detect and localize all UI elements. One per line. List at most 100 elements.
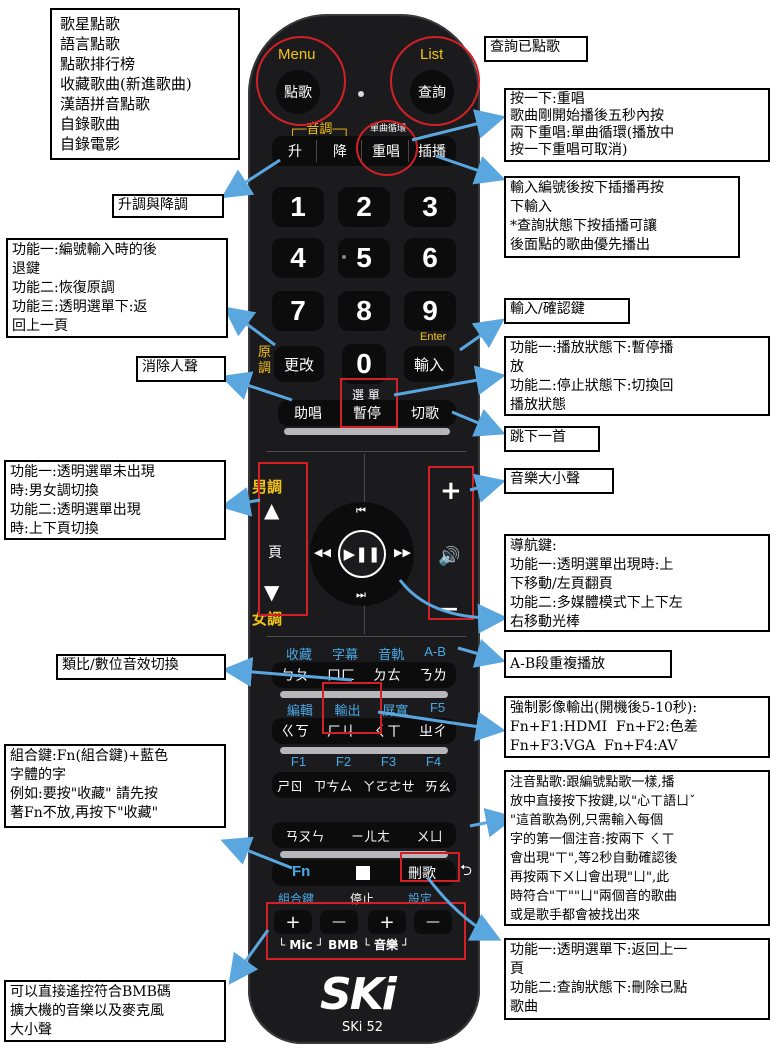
- func-row3: ㄕㄖㄗㄘㄙㄚㄛㄜㄝㄞㄠ: [272, 772, 456, 798]
- note-song-menu: 歌星點歌 語言點歌 點歌排行榜 收藏歌曲(新進歌曲) 漢語拼音點歌 自錄歌曲 自…: [50, 8, 240, 160]
- mic-down-button[interactable]: —: [320, 910, 358, 934]
- func-row4: ㄢㄡㄣ ㄧㄦㄤ ㄨㄩ: [272, 822, 456, 848]
- nav-left-rewind-icon[interactable]: ◀◀: [314, 546, 331, 559]
- note-repeat: 按一下:重唱 歌曲剛開始播後五秒內按 兩下重唱:單曲循環(播放中 按一下重唱可取…: [504, 88, 770, 162]
- key-zh-ch[interactable]: ㄓㄔ: [419, 724, 447, 740]
- divider: [266, 636, 466, 637]
- arrow-repeat: [411, 109, 506, 142]
- nav-up-prev-icon[interactable]: ⏮: [356, 504, 366, 517]
- arrow-vocal: [220, 371, 293, 402]
- page-label: 頁: [268, 545, 282, 561]
- number-7-button[interactable]: 7: [272, 291, 324, 331]
- note-fn: 組合鍵:Fn(組合鍵)+藍色 字體的字 例如:要按"收藏" 請先按 著Fn不放,…: [4, 744, 226, 828]
- jiang-button[interactable]: 降: [333, 144, 347, 160]
- note-zhuyin: 注音點歌:跟編號點歌一樣,播 放中直接按下按鍵,以"心ㄒ語ㄩˇ "這首歌為例,只…: [504, 770, 770, 926]
- arrow-audio: [222, 656, 353, 687]
- number-4-button[interactable]: 4: [272, 238, 324, 278]
- highlight-rect-gender: [258, 462, 308, 616]
- arrow-volume: [469, 473, 506, 503]
- speaker-icon: 🔊: [438, 546, 461, 567]
- volume-up-button[interactable]: +: [440, 476, 462, 506]
- highlight-rect-output: [322, 682, 382, 734]
- number-0-button[interactable]: 0: [342, 344, 386, 384]
- arrow-fn: [220, 836, 293, 870]
- control-row: [278, 400, 456, 426]
- arrow-insert: [435, 154, 506, 185]
- enter-label: Enter: [420, 331, 447, 343]
- number-9-button[interactable]: 9: [404, 291, 456, 331]
- number-1-button[interactable]: 1: [272, 187, 324, 227]
- highlight-rect-pause: [340, 378, 398, 428]
- key-u-yu[interactable]: ㄨㄩ: [416, 829, 443, 845]
- page-down-icon[interactable]: ▼: [264, 580, 280, 604]
- bmb-label: └ Mic ┘ BMB └ 音樂 ┘: [278, 938, 410, 952]
- restore-pitch-label: 原調: [258, 344, 272, 375]
- stop-icon[interactable]: [356, 866, 370, 880]
- number-8-button[interactable]: 8: [338, 291, 390, 331]
- key-i-er-ang[interactable]: ㄧㄦㄤ: [350, 829, 390, 845]
- slider-bar: [284, 428, 450, 435]
- key-d-t[interactable]: ㄉㄊ: [373, 668, 401, 684]
- arrow-enter: [459, 318, 505, 352]
- highlight-circle-menu: [256, 36, 346, 126]
- sheng-button[interactable]: 升: [288, 144, 302, 160]
- divider: [266, 451, 466, 452]
- number-5-button[interactable]: 5: [338, 238, 390, 278]
- note-output: 強制影像輸出(開機後5-10秒): Fn+F1:HDMI Fn+F2:色差 Fn…: [504, 696, 770, 758]
- highlight-circle-list: [390, 36, 480, 126]
- key-a-o-e[interactable]: ㄚㄛㄜㄝ: [362, 779, 415, 795]
- key-ai-ao[interactable]: ㄞㄠ: [424, 779, 451, 795]
- page-up-icon[interactable]: ▲: [264, 498, 280, 522]
- ir-led: [358, 91, 364, 97]
- note-pause: 功能一:播放狀態下:暫停播 放 功能二:停止狀態下:切換回 播放狀態: [504, 336, 770, 416]
- zhuchang-button[interactable]: 助唱: [294, 406, 322, 422]
- note-gender: 功能一:透明選單未出現 時:男女調切換 功能二:透明選單出現 時:上下頁切換: [4, 460, 226, 540]
- model-label: SKi 52: [342, 1020, 384, 1035]
- key-an-ou-en[interactable]: ㄢㄡㄣ: [285, 829, 325, 845]
- arrow-skip: [451, 408, 506, 437]
- key-n-l[interactable]: ㄋㄌ: [419, 668, 447, 684]
- note-delete: 功能一:透明選單下:返回上一 頁 功能二:查詢狀態下:刪除已點 歌曲: [504, 938, 770, 1020]
- note-audio: 類比/數位音效切換: [56, 654, 226, 680]
- arrow-output: [377, 710, 506, 742]
- play-pause-icon[interactable]: ▶❚❚: [338, 530, 386, 578]
- note-bmb: 可以直接遙控符合BMB碼 擴大機的音樂以及麥克風 大小聲: [4, 980, 226, 1042]
- number-2-button[interactable]: 2: [338, 187, 390, 227]
- qiege-button[interactable]: 切歌: [411, 406, 439, 422]
- note-query: 查詢已點歌: [484, 36, 588, 62]
- menu-select-label: 選 單: [352, 388, 380, 402]
- note-change: 功能一:編號輸入時的後 退鍵 功能二:恢復原調 功能三:透明選單下:返 回上一頁: [6, 238, 228, 338]
- note-volume: 音樂大小聲: [504, 468, 614, 494]
- arrow-change: [223, 306, 276, 347]
- note-vocal: 消除人聲: [136, 356, 226, 382]
- key-g-k[interactable]: ㄍㄎ: [281, 724, 309, 740]
- note-insert: 輸入編號後按下插播再按 下輸入 *查詢狀態下按插播可讓 後面點的歌曲優先播出: [504, 176, 740, 258]
- divider: [316, 140, 317, 162]
- arrow-pitch: [220, 158, 281, 199]
- note-skip: 跳下一首: [504, 426, 600, 452]
- shuru-button[interactable]: 輸入: [404, 346, 454, 382]
- mic-up-button[interactable]: +: [274, 910, 312, 934]
- key-sh-r[interactable]: ㄕㄖ: [277, 779, 304, 795]
- note-enter: 輸入/確認鍵: [504, 298, 630, 324]
- music-up-button[interactable]: +: [368, 910, 406, 934]
- nav-down-next-icon[interactable]: ⏭: [356, 588, 366, 601]
- fn-button[interactable]: Fn: [292, 863, 311, 880]
- number-6-button[interactable]: 6: [404, 238, 456, 278]
- music-down-button[interactable]: —: [414, 910, 452, 934]
- arrow-gender: [220, 487, 261, 517]
- nav-right-forward-icon[interactable]: ▶▶: [394, 546, 411, 559]
- key-z-c-s[interactable]: ㄗㄘㄙ: [313, 779, 353, 795]
- return-icon[interactable]: ⮌: [460, 861, 473, 879]
- number-3-button[interactable]: 3: [404, 187, 456, 227]
- dot-icon: [342, 255, 346, 259]
- slider-bar: [280, 747, 448, 754]
- arrow-nav: [398, 579, 508, 634]
- zanting-button[interactable]: 暫停: [353, 406, 381, 422]
- arrow-delete: [426, 877, 502, 941]
- genggai-button[interactable]: 更改: [274, 346, 324, 382]
